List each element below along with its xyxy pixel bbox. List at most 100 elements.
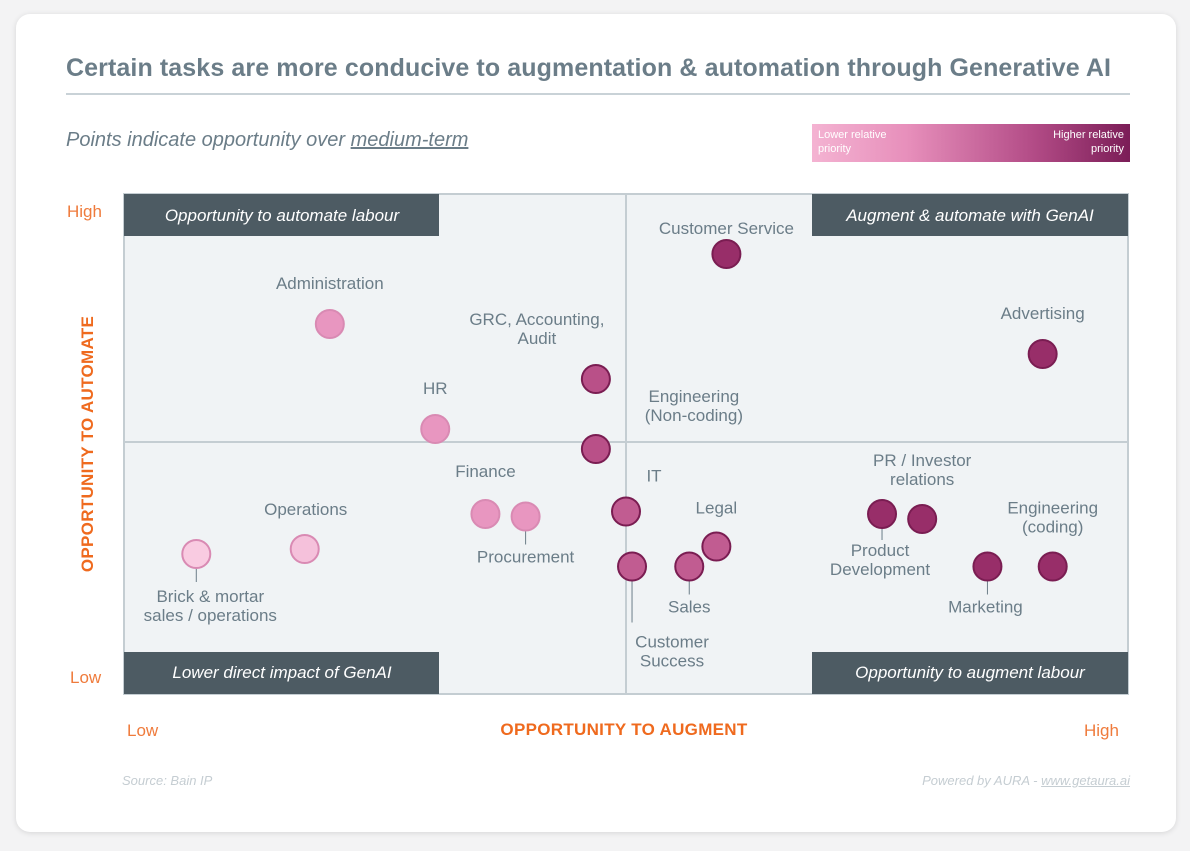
point-marker[interactable] (289, 534, 320, 564)
point-label-line: Sales (668, 598, 711, 617)
point-label-line: Customer Service (659, 219, 794, 238)
legend-low-label: Lower relative priority (818, 129, 887, 155)
point-marker[interactable] (470, 499, 501, 529)
point-label: Marketing (948, 598, 1023, 617)
point-label: Engineering(coding) (1007, 499, 1098, 537)
powered-by-note: Powered by AURA - www.getaura.ai (922, 773, 1130, 788)
data-point[interactable]: Engineering(coding) (1007, 499, 1098, 582)
point-marker[interactable] (1037, 551, 1068, 582)
y-high-label: High (67, 202, 102, 221)
priority-legend: Lower relative priority Higher relative … (812, 124, 1130, 162)
point-marker[interactable] (907, 504, 938, 534)
data-point[interactable]: Customer Service (659, 219, 794, 269)
data-point[interactable]: Operations (264, 500, 347, 564)
data-point[interactable]: Advertising (1001, 304, 1085, 369)
point-marker[interactable] (674, 551, 705, 582)
data-point[interactable]: Legal (696, 499, 738, 562)
point-label-line: Audit (518, 329, 557, 348)
point-marker[interactable] (580, 364, 611, 394)
x-high-label: High (1084, 721, 1119, 740)
quadrant-label-top-right: Augment & automate with GenAI (812, 194, 1128, 236)
data-point[interactable]: Sales (668, 551, 711, 617)
point-label: Advertising (1001, 304, 1085, 323)
point-label-line: Administration (276, 274, 384, 293)
point-marker[interactable] (510, 501, 541, 532)
quadrant-label-bottom-left: Lower direct impact of GenAI (124, 652, 439, 694)
point-label-line: relations (890, 470, 954, 489)
data-point[interactable]: Engineering(Non-coding) (580, 387, 743, 464)
point-marker[interactable] (617, 551, 648, 582)
point-marker[interactable] (420, 414, 451, 444)
point-label: Legal (696, 499, 738, 518)
y-low-label: Low (70, 668, 102, 687)
point-label: IT (646, 467, 661, 486)
point-label-line: Engineering (1007, 499, 1098, 518)
x-low-label: Low (127, 721, 159, 740)
point-marker[interactable] (867, 499, 898, 529)
point-label-line: sales / operations (144, 606, 277, 625)
title-divider (66, 93, 1130, 95)
data-point[interactable]: Administration (276, 274, 384, 339)
point-label-line: Finance (455, 462, 515, 481)
powered-by-link[interactable]: www.getaura.ai (1041, 773, 1130, 788)
point-label-line: GRC, Accounting, (469, 310, 604, 329)
subtitle-term: medium-term (350, 129, 469, 151)
point-label: Engineering(Non-coding) (645, 387, 743, 425)
point-label: GRC, Accounting,Audit (469, 310, 604, 348)
subtitle-prefix: Points indicate opportunity over (66, 129, 351, 151)
point-label-line: Advertising (1001, 304, 1085, 323)
data-point[interactable]: Procurement (477, 501, 575, 567)
point-marker[interactable] (711, 239, 742, 269)
point-marker[interactable] (972, 551, 1003, 582)
point-label: HR (423, 379, 448, 398)
point-label: Sales (668, 598, 711, 617)
quadrant-label-text: Opportunity to automate labour (165, 206, 401, 225)
point-marker[interactable] (580, 434, 611, 464)
data-point[interactable]: Marketing (948, 551, 1023, 617)
point-label-line: IT (646, 467, 661, 486)
quadrant-label-text: Opportunity to augment labour (855, 663, 1086, 682)
point-marker[interactable] (181, 539, 212, 569)
point-label-line: Success (640, 652, 704, 671)
point-marker[interactable] (611, 496, 641, 527)
chart-title: Certain tasks are more conducive to augm… (66, 54, 1112, 82)
point-marker[interactable] (1027, 339, 1058, 369)
quadrant-label-text: Lower direct impact of GenAI (172, 663, 391, 682)
point-label-line: HR (423, 379, 448, 398)
point-label: Operations (264, 500, 347, 519)
quadrant-label-top-left: Opportunity to automate labour (124, 194, 439, 236)
point-label-line: Customer (635, 633, 709, 652)
quadrant-label-box (124, 652, 439, 694)
source-note: Source: Bain IP (122, 773, 213, 788)
quadrant-label-bottom-right: Opportunity to augment labour (812, 652, 1128, 694)
point-label-line: Operations (264, 500, 347, 519)
powered-by-prefix: Powered by AURA - (922, 773, 1042, 788)
point-label-line: Marketing (948, 598, 1023, 617)
point-label-line: (coding) (1022, 518, 1083, 537)
point-label-line: Brick & mortar (156, 587, 264, 606)
data-point[interactable]: GRC, Accounting,Audit (469, 310, 611, 394)
point-marker[interactable] (314, 309, 345, 339)
data-point[interactable]: HR (420, 379, 451, 444)
data-point[interactable]: IT (611, 467, 662, 527)
quadrant-label-box (812, 652, 1128, 694)
point-marker[interactable] (701, 531, 732, 562)
point-label: Procurement (477, 548, 575, 567)
data-point[interactable]: Finance (455, 462, 516, 529)
point-label-line: Engineering (649, 387, 740, 406)
quadrant-label-box (124, 194, 439, 236)
point-label-line: Legal (696, 499, 738, 518)
point-label-line: Procurement (477, 548, 575, 567)
point-label-line: Product (851, 541, 910, 560)
point-label-line: PR / Investor (873, 451, 972, 470)
